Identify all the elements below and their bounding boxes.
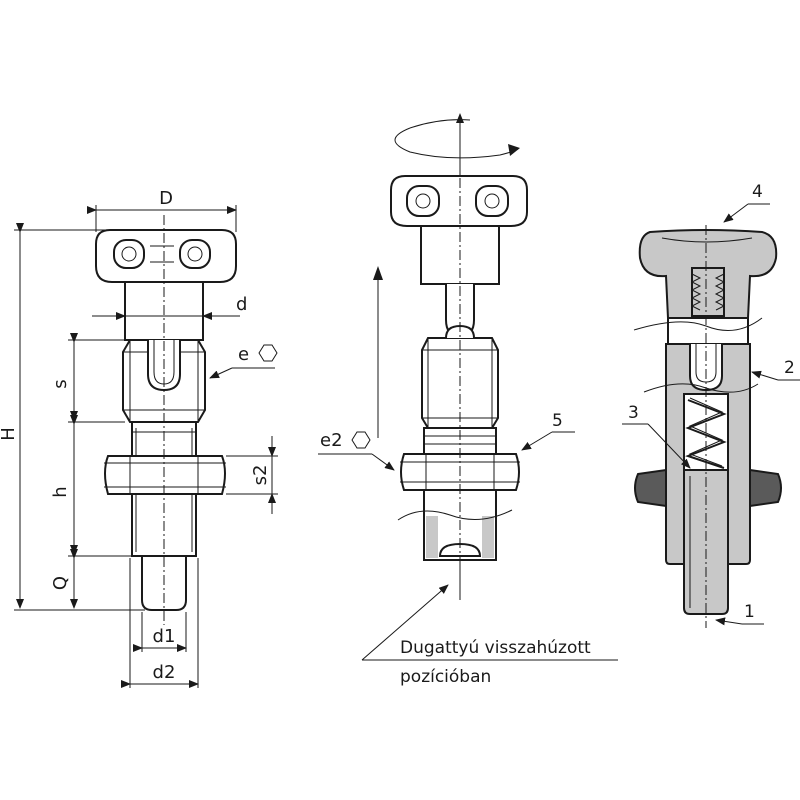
- dim-Q-label: Q: [50, 576, 71, 590]
- right-neck: [667, 317, 749, 345]
- right-spring: [685, 399, 727, 469]
- dim-H-label: H: [0, 427, 19, 441]
- middle-view-plunger: [390, 113, 528, 600]
- part-5-label: 5: [552, 411, 563, 431]
- left-knob-hole-right: [179, 239, 211, 269]
- left-knob-hole-inner-left: [121, 246, 137, 262]
- hexagon-icon-e2: [351, 431, 371, 449]
- dim-d2-label: d2: [153, 662, 176, 683]
- middle-knob-hole-left: [406, 185, 440, 217]
- left-hex-nut: [104, 455, 226, 495]
- right-view-section: [633, 225, 782, 628]
- dim-e2-label: e2: [320, 430, 343, 451]
- right-annotations: 4 2 3 1: [622, 182, 800, 626]
- dim-h-label: h: [50, 486, 71, 497]
- left-view-plunger: [95, 215, 237, 625]
- right-nut-right: [749, 468, 782, 508]
- right-nut-left: [634, 468, 667, 508]
- left-knob-hole-inner-right: [187, 246, 203, 262]
- part-3-label: 3: [628, 403, 639, 423]
- middle-annotations: e2 5 Dugattyú visszahúzott pozícióban: [318, 266, 618, 687]
- dim-d1-label: d1: [153, 626, 176, 647]
- rotation-arrow: [394, 127, 519, 159]
- middle-knob-hole-right: [475, 185, 509, 217]
- dim-D-label: D: [159, 188, 173, 209]
- hexagon-icon: [258, 344, 278, 362]
- part-4-label: 4: [752, 182, 763, 202]
- part-1-label: 1: [744, 602, 755, 622]
- caption-line-1: Dugattyú visszahúzott: [400, 638, 591, 658]
- dim-d-label: d: [236, 294, 247, 315]
- left-dimensions: D d e H s h Q s2: [0, 188, 278, 688]
- part-2-label: 2: [784, 358, 795, 378]
- left-knob-hole-left: [113, 239, 145, 269]
- right-plunger-pin: [683, 469, 729, 615]
- dim-s-label: s: [50, 379, 71, 388]
- right-knob-insert: [691, 267, 725, 317]
- dim-e-label: e: [238, 344, 249, 365]
- caption-line-2: pozícióban: [400, 667, 491, 687]
- dim-s2-label: s2: [250, 465, 271, 486]
